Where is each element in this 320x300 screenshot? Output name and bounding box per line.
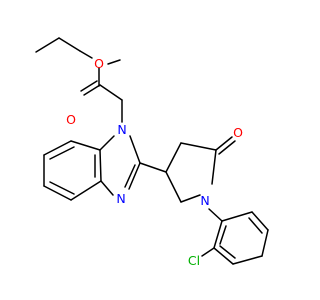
bond-ar-5-inner (219, 245, 236, 259)
atom-o-lactam: O (233, 125, 243, 140)
bond-benz-2 (43, 140, 72, 156)
bond-pyr-4 (180, 194, 201, 203)
atom-o-ester: O (94, 56, 104, 71)
molecule-structure: O O N N O N Cl (35, 37, 269, 268)
bond-benz-4-inner (49, 181, 75, 195)
bond-ethyl-ch2 (58, 37, 81, 52)
bond-benz-2-inner (49, 146, 75, 160)
bond-benz-5 (70, 180, 102, 201)
bond-c7a-c3a (99, 149, 102, 182)
atom-n-benzimidazole-3: N (116, 191, 125, 206)
bond-n-aryl (208, 208, 223, 222)
bond-c-cl (201, 247, 215, 257)
bond-carbonyl-ester-1 (83, 84, 101, 96)
bond-benz-4 (43, 185, 72, 201)
atom-labels: O O N N O N Cl (66, 56, 243, 268)
molecule-diagram: O O N N O N Cl (35, 37, 269, 268)
bond-ar-6 (213, 220, 223, 249)
bond-ar-4 (232, 255, 263, 265)
bond-ar-2 (251, 211, 269, 231)
bond-n3-c3a (100, 180, 114, 196)
bond-co-ch2 (99, 84, 123, 101)
atom-n-pyrrolidine: N (200, 193, 209, 208)
atom-chlorine: Cl (188, 253, 200, 268)
bond-lactam-co-2 (218, 140, 236, 155)
bond-c2-n3-1 (128, 162, 141, 190)
bond-n1-c7a (99, 135, 115, 151)
bond-c2-n3-2 (124, 164, 136, 188)
bond-c2-pyrrolidine (139, 162, 167, 173)
bond-ethyl-ch3 (35, 37, 60, 53)
bond-pyr-1 (165, 142, 182, 173)
bond-ar-3 (261, 229, 269, 257)
bond-pyr-3 (211, 149, 217, 185)
bond-o-ch2 (79, 50, 93, 59)
bond-pyr-2 (180, 142, 217, 151)
bond-carbonyl-ester-2 (80, 80, 98, 92)
atom-n-benzimidazole-1: N (117, 122, 126, 137)
bond-ar-2-inner (248, 217, 263, 234)
bond-lactam-co-1 (215, 136, 233, 151)
bond-ar-5 (213, 247, 234, 265)
bond-ar-6-inner (219, 225, 227, 245)
bond-benz-1 (70, 140, 101, 151)
bond-ar-1 (221, 211, 253, 222)
bond-pyr-5 (165, 171, 182, 203)
atom-o-carbonyl-ester: O (66, 112, 76, 127)
bonds (35, 37, 269, 265)
bond-o-co (107, 59, 121, 65)
bond-n1-c2 (129, 135, 141, 164)
